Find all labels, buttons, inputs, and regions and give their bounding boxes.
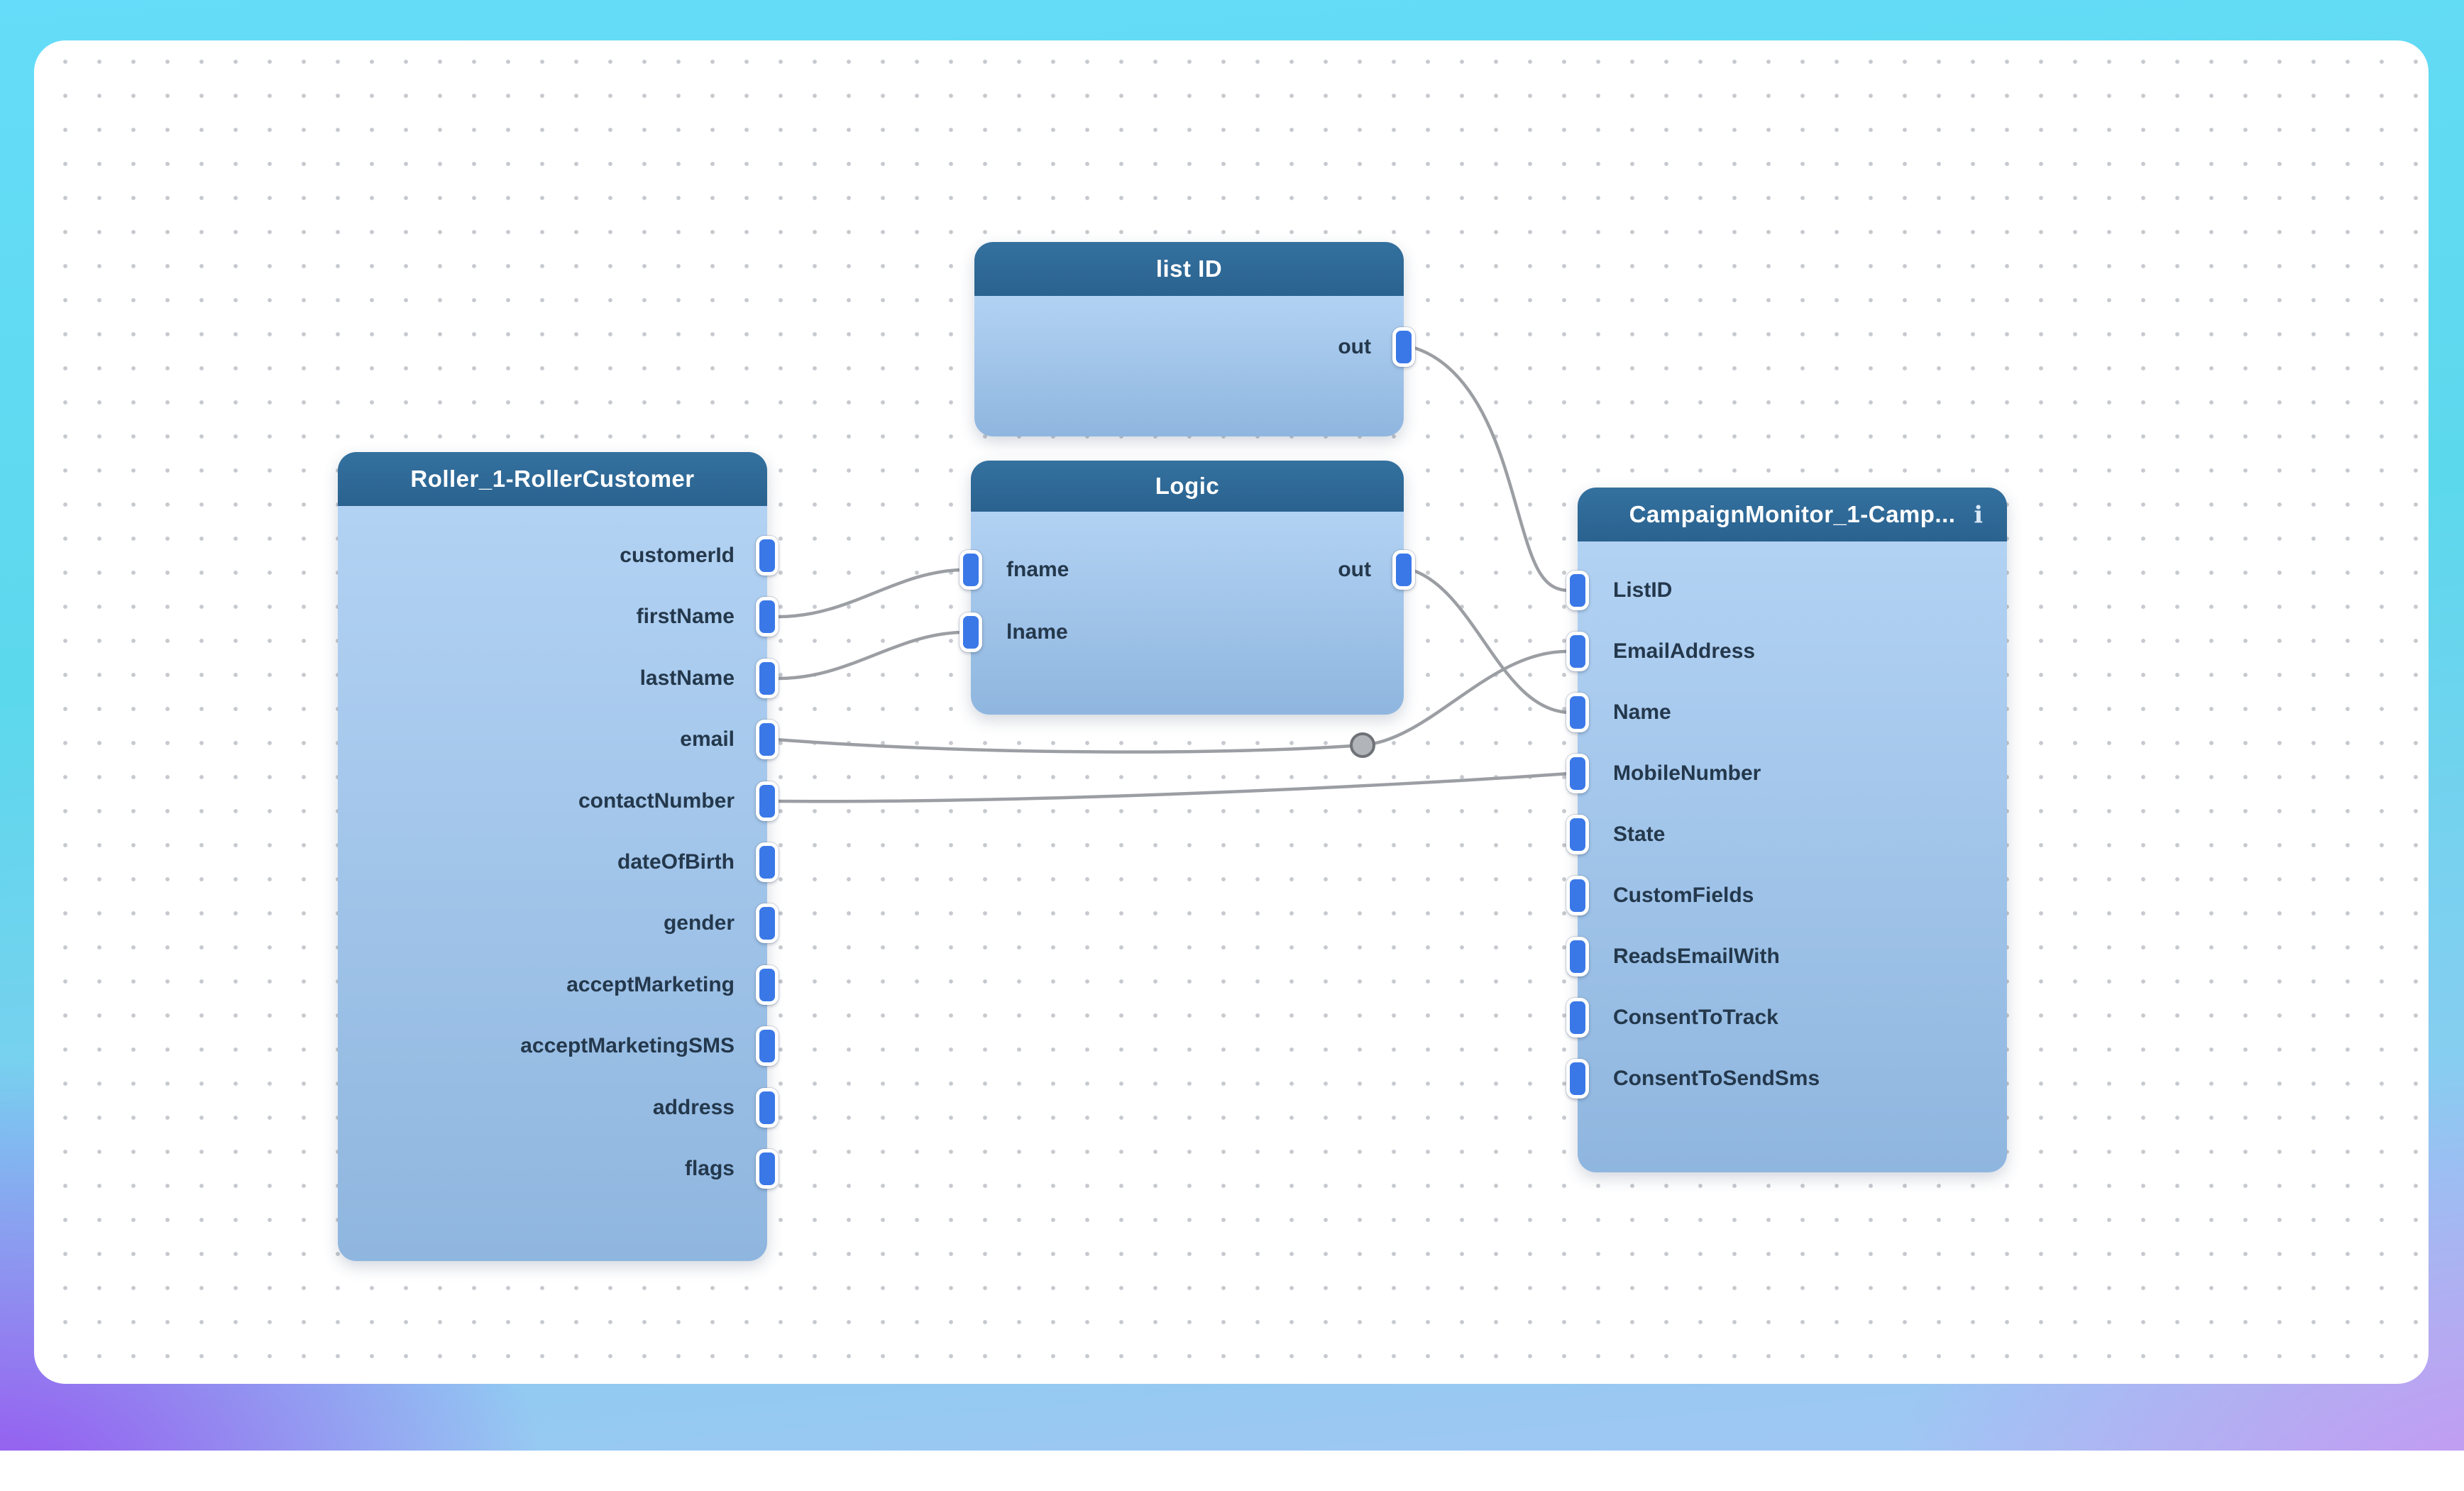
port-row-email: email [338,720,779,759]
input-port-ConsentToSendSms[interactable] [1566,1059,1589,1099]
input-port-ReadsEmailWith[interactable] [1566,937,1589,976]
port-row-contactNumber: contactNumber [338,781,779,821]
wire-logic-out-to-Name[interactable] [1409,568,1571,715]
port-row-logic-out: out [971,550,1415,590]
port-row-fname: fname [959,550,1404,590]
input-port-lname[interactable] [959,612,982,652]
connection-layer [773,345,1571,803]
port-row-ConsentToTrack: ConsentToTrack [1566,998,2007,1038]
output-port-acceptMarketing[interactable] [756,965,779,1005]
wire-lastName-to-lname[interactable] [773,630,964,681]
port-row-lname: lname [959,612,1404,652]
port-label: out [1338,335,1371,358]
output-port-out[interactable] [1392,327,1415,367]
node-roller-title: Roller_1-RollerCustomer [410,466,695,492]
port-row-address: address [338,1088,779,1128]
port-row-dateOfBirth: dateOfBirth [338,842,779,882]
port-row-customerId: customerId [338,536,779,576]
output-port-gender[interactable] [756,903,779,943]
wire-email-to-EmailAddress[interactable] [773,649,1571,754]
output-port-dateOfBirth[interactable] [756,842,779,882]
node-campaign-monitor-body [1578,541,2007,1172]
port-row-flags: flags [338,1149,779,1189]
port-row-gender: gender [338,903,779,943]
node-logic-title: Logic [1155,473,1220,499]
output-port-firstName[interactable] [756,597,779,637]
port-row-firstName: firstName [338,597,779,637]
info-icon[interactable]: i [1974,500,1983,529]
wire-listid-out-to-ListID[interactable] [1409,345,1571,593]
output-port-logic-out[interactable] [1392,550,1415,590]
input-port-ConsentToTrack[interactable] [1566,998,1589,1038]
flow-canvas[interactable]: list ID out Roller_1-RollerCustomer cust… [34,40,2429,1384]
input-port-MobileNumber[interactable] [1566,754,1589,793]
port-row-ReadsEmailWith: ReadsEmailWith [1566,937,2007,976]
wire-contactNumber-to-MobileNumber[interactable] [773,771,1571,803]
node-list-id[interactable]: list ID out [974,242,1415,436]
port-row-EmailAddress: EmailAddress [1566,632,2007,671]
node-campaign-monitor-title: CampaignMonitor_1-Camp... [1629,501,1956,527]
port-row-MobileNumber: MobileNumber [1566,754,2007,793]
port-row-acceptMarketingSMS: acceptMarketingSMS [338,1026,779,1066]
wire-firstName-to-fname[interactable] [773,568,964,619]
port-row-ConsentToSendSms: ConsentToSendSms [1566,1059,2007,1099]
node-roller-header[interactable]: Roller_1-RollerCustomer [338,452,767,506]
node-list-id-body [974,296,1404,436]
output-port-address[interactable] [756,1088,779,1128]
port-row-out: out [974,327,1415,367]
node-campaign-monitor-header[interactable]: CampaignMonitor_1-Camp... i [1578,488,2007,541]
input-port-CustomFields[interactable] [1566,876,1589,915]
node-roller-customer[interactable]: Roller_1-RollerCustomer customerId first… [338,452,779,1261]
input-port-Name[interactable] [1566,693,1589,732]
node-roller-body [338,506,767,1261]
input-port-EmailAddress[interactable] [1566,632,1589,671]
port-row-State: State [1566,815,2007,854]
output-port-customerId[interactable] [756,536,779,576]
output-port-contactNumber[interactable] [756,781,779,821]
input-port-State[interactable] [1566,815,1589,854]
node-logic-header[interactable]: Logic [971,461,1404,512]
node-logic[interactable]: Logic fname lname out [959,461,1415,715]
port-row-CustomFields: CustomFields [1566,876,2007,915]
port-row-Name: Name [1566,693,2007,732]
node-campaign-monitor[interactable]: CampaignMonitor_1-Camp... i ListID Email… [1566,488,2007,1172]
output-port-email[interactable] [756,720,779,759]
port-row-ListID: ListID [1566,571,2007,610]
input-port-fname[interactable] [959,550,982,590]
output-port-acceptMarketingSMS[interactable] [756,1026,779,1066]
port-row-acceptMarketing: acceptMarketing [338,965,779,1005]
node-logic-body [971,512,1404,715]
output-port-lastName[interactable] [756,659,779,698]
input-port-ListID[interactable] [1566,571,1589,610]
node-list-id-header[interactable]: list ID [974,242,1404,296]
port-row-lastName: lastName [338,659,779,698]
output-port-flags[interactable] [756,1149,779,1189]
app-background: list ID out Roller_1-RollerCustomer cust… [0,0,2464,1451]
node-list-id-title: list ID [1155,255,1223,282]
